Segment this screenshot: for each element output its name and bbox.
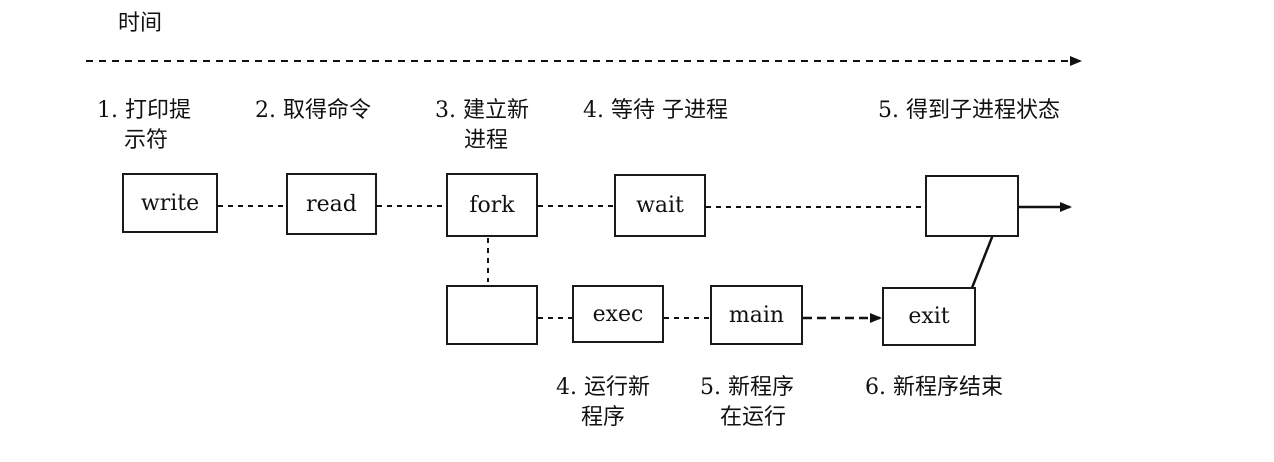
result-box [925, 175, 1019, 237]
step-3-label: 3. 建立新进程 [435, 98, 529, 153]
read-box: read [286, 173, 377, 235]
main-box: main [710, 285, 803, 345]
child-box [446, 285, 538, 345]
step-6-label: 6. 新程序结束 [865, 375, 1003, 400]
exit-box: exit [882, 287, 976, 346]
step-5-label: 5. 得到子进程状态 [878, 98, 1060, 123]
wait-box: wait [614, 174, 706, 237]
step-2-label: 2. 取得命令 [255, 98, 371, 123]
step-4b-label: 4. 运行新程序 [556, 375, 650, 430]
write-box: write [122, 173, 218, 233]
step-5b-label: 5. 新程序在运行 [700, 375, 794, 430]
step-1-label: 1. 打印提示符 [97, 98, 191, 153]
exec-box: exec [572, 285, 664, 343]
step-4-label: 4. 等待 子进程 [583, 98, 728, 123]
fork-box: fork [446, 173, 538, 237]
time-label: 时间 [118, 11, 163, 36]
